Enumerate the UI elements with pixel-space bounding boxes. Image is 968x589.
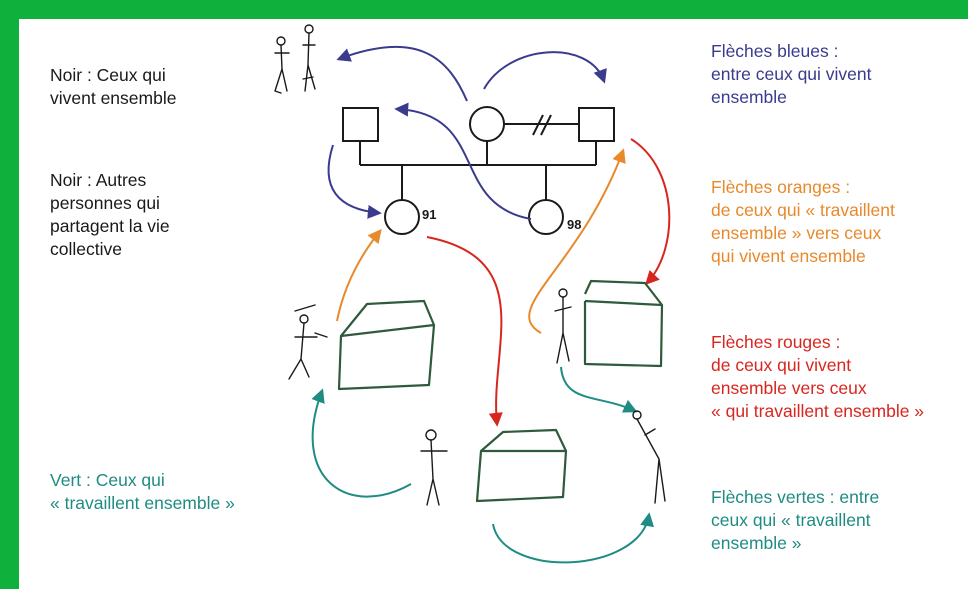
legend-line: Flèches rouges :	[711, 332, 841, 352]
teal-arrow	[311, 388, 412, 498]
blue-arrow	[394, 102, 532, 220]
legend-line: Vert : Ceux qui	[50, 470, 165, 490]
teal-arrow	[492, 512, 655, 564]
teal-arrow	[560, 366, 638, 413]
legend-line: Noir : Ceux qui	[50, 65, 166, 85]
blue-arrows	[327, 45, 607, 220]
legend-line: Noir : Autres	[50, 170, 147, 190]
divorce-slash	[540, 114, 552, 136]
mother-circle	[469, 106, 505, 142]
legend-line: « qui travaillent ensemble »	[711, 401, 925, 421]
slide: Noir : Ceux qui vivent ensemble Noir : A…	[19, 19, 968, 589]
divorce-slash	[532, 114, 544, 136]
legend-line: ensemble » vers ceux	[711, 223, 882, 243]
genogram-diagram: 91 98	[274, 24, 671, 564]
teal-arrows	[311, 366, 655, 564]
legend-line: de ceux qui « travaillent	[711, 200, 895, 220]
blue-arrow	[327, 144, 382, 219]
red-arrow	[426, 236, 503, 427]
red-arrows	[426, 138, 671, 427]
legend-line: ensemble	[711, 87, 787, 107]
label-98: 98	[567, 217, 581, 232]
worker-figure-middle	[420, 429, 448, 506]
legend-line: collective	[50, 239, 122, 259]
workplaces	[337, 279, 664, 503]
legend-line: ceux qui « travaillent	[711, 510, 871, 530]
worker-figure-left	[288, 304, 328, 380]
house-left	[337, 299, 436, 391]
legend-green-workers: Vert : Ceux qui « travaillent ensemble »	[50, 469, 235, 515]
legend-line: ensemble »	[711, 533, 802, 553]
label-91: 91	[422, 207, 436, 222]
red-arrow	[630, 138, 671, 286]
legend-red-arrows: Flèches rouges : de ceux qui vivent ense…	[711, 331, 924, 423]
worker-figure-far-right	[632, 410, 666, 504]
legend-line: vivent ensemble	[50, 88, 177, 108]
ex-partner-square	[578, 107, 615, 142]
legend-line: Flèches bleues :	[711, 41, 839, 61]
legend-line: partagent la vie	[50, 216, 170, 236]
orange-arrow	[528, 148, 626, 334]
legend-line: Flèches vertes : entre	[711, 487, 880, 507]
blue-arrow	[483, 51, 607, 90]
legend-line: personnes qui	[50, 193, 160, 213]
house-right	[583, 279, 664, 368]
worker-figure-right	[554, 288, 572, 364]
legend-black-household: Noir : Ceux qui vivent ensemble	[50, 64, 176, 110]
legend-green-arrows: Flèches vertes : entre ceux qui « travai…	[711, 486, 879, 555]
legend-line: « travaillent ensemble »	[50, 493, 235, 513]
legend-line: de ceux qui vivent	[711, 355, 852, 375]
legend-line: ensemble vers ceux	[711, 378, 867, 398]
father-square	[342, 107, 379, 142]
orange-arrow	[336, 228, 382, 322]
couple-figure	[274, 24, 316, 94]
legend-line: Flèches oranges :	[711, 177, 851, 197]
legend-line: entre ceux qui vivent	[711, 64, 872, 84]
daughter-91-circle	[384, 199, 420, 235]
legend-orange-arrows: Flèches oranges : de ceux qui « travaill…	[711, 176, 895, 268]
daughter-98-circle	[528, 199, 564, 235]
genogram	[342, 106, 615, 235]
legend-blue-arrows: Flèches bleues : entre ceux qui vivent e…	[711, 40, 872, 109]
legend-black-others: Noir : Autres personnes qui partagent la…	[50, 169, 170, 261]
blue-arrow	[336, 45, 468, 102]
house-middle	[475, 428, 568, 503]
orange-arrows	[336, 148, 626, 334]
figures	[274, 24, 666, 506]
legend-line: qui vivent ensemble	[711, 246, 866, 266]
